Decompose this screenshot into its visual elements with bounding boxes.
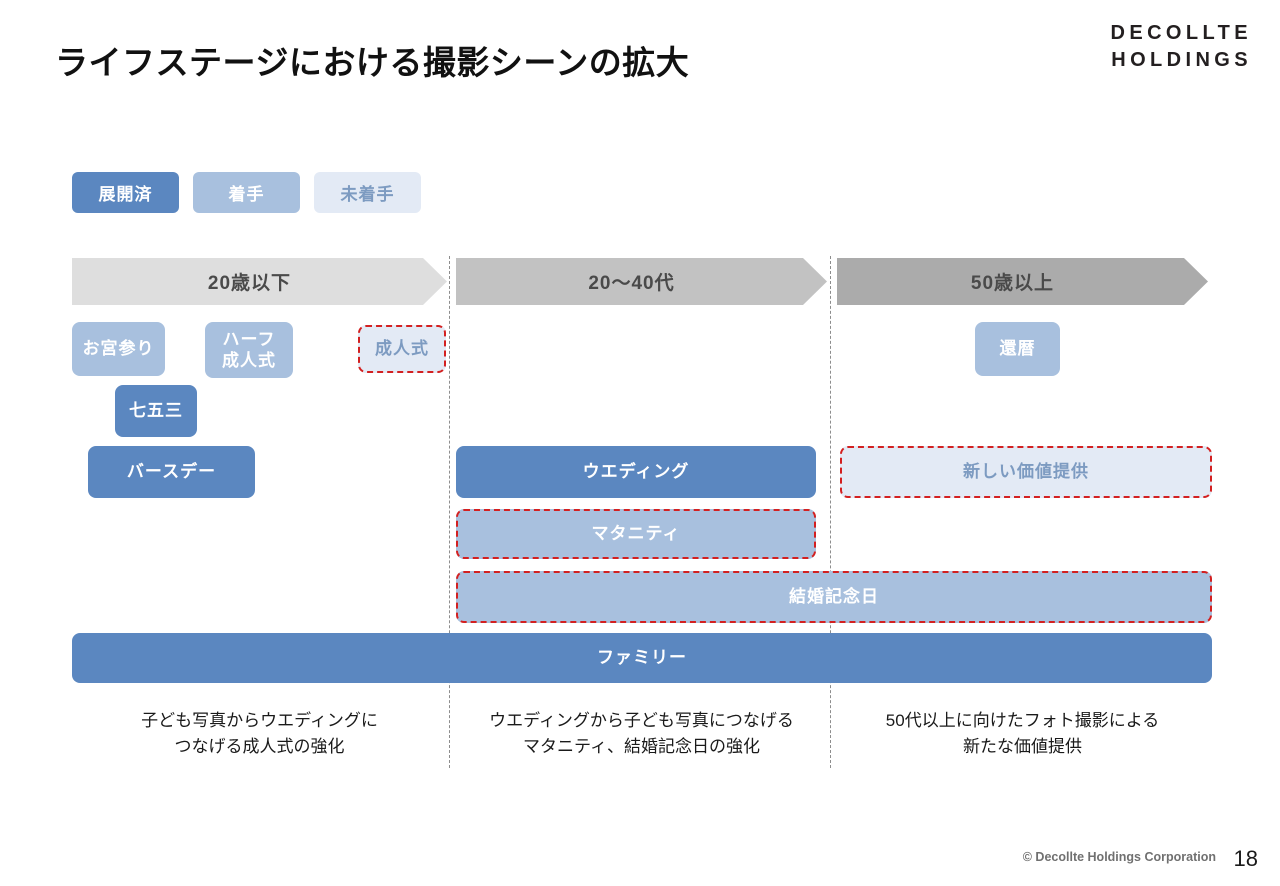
column-divider-1 — [449, 256, 450, 768]
caption-over-50-line-2: 新たな価値提供 — [963, 736, 1082, 756]
stage-arrow-20-to-40: 20〜40代 — [456, 258, 827, 305]
status-legend: 展開済 着手 未着手 — [72, 172, 421, 213]
column-divider-2 — [830, 256, 831, 768]
stage-label-20-to-40: 20〜40代 — [588, 273, 675, 294]
legend-item-started: 着手 — [193, 172, 300, 213]
logo-line-1: DECOLLTE — [1110, 22, 1252, 44]
stage-arrow-under-20: 20歳以下 — [72, 258, 447, 305]
decollte-holdings-logo: DECOLLTE HOLDINGS — [1111, 20, 1253, 74]
caption-20-to-40-line-2: マタニティ、結婚記念日の強化 — [523, 736, 760, 756]
node-maternity: マタニティ — [456, 509, 816, 559]
logo-line-2: HOLDINGS — [1111, 48, 1252, 71]
legend-item-done: 展開済 — [72, 172, 179, 213]
caption-20-to-40: ウエディングから子ども写真につなげる マタニティ、結婚記念日の強化 — [456, 708, 827, 759]
stage-label-over-50: 50歳以上 — [970, 273, 1055, 294]
node-half-seijinshiki-label: ハーフ成人式 — [222, 329, 276, 370]
caption-over-50: 50代以上に向けたフォト撮影による 新たな価値提供 — [837, 708, 1208, 759]
node-omiyamairi: お宮参り — [72, 322, 165, 376]
node-new-value-offering: 新しい価値提供 — [840, 446, 1212, 498]
caption-under-20-line-2: つなげる成人式の強化 — [174, 736, 345, 756]
legend-item-todo: 未着手 — [314, 172, 421, 213]
footer-copyright: © Decollte Holdings Corporation — [1022, 850, 1216, 864]
stage-arrow-over-50: 50歳以上 — [837, 258, 1208, 305]
node-wedding-anniversary: 結婚記念日 — [456, 571, 1212, 623]
node-birthday: バースデー — [88, 446, 255, 498]
page-number: 18 — [1233, 846, 1258, 871]
node-seijinshiki: 成人式 — [358, 325, 446, 373]
caption-over-50-line-1: 50代以上に向けたフォト撮影による — [885, 711, 1160, 730]
node-family: ファミリー — [72, 633, 1212, 683]
node-wedding: ウエディング — [456, 446, 816, 498]
page-title: ライフステージにおける撮影シーンの拡大 — [55, 44, 690, 81]
stage-label-under-20: 20歳以下 — [207, 273, 292, 294]
caption-20-to-40-line-1: ウエディングから子ども写真につなげる — [489, 711, 794, 730]
caption-under-20: 子ども写真からウエディングに つなげる成人式の強化 — [72, 708, 447, 759]
caption-under-20-line-1: 子ども写真からウエディングに — [141, 711, 378, 730]
node-kanreki: 還暦 — [975, 322, 1060, 376]
node-shichigosan: 七五三 — [115, 385, 197, 437]
node-half-seijinshiki: ハーフ成人式 — [205, 322, 293, 378]
